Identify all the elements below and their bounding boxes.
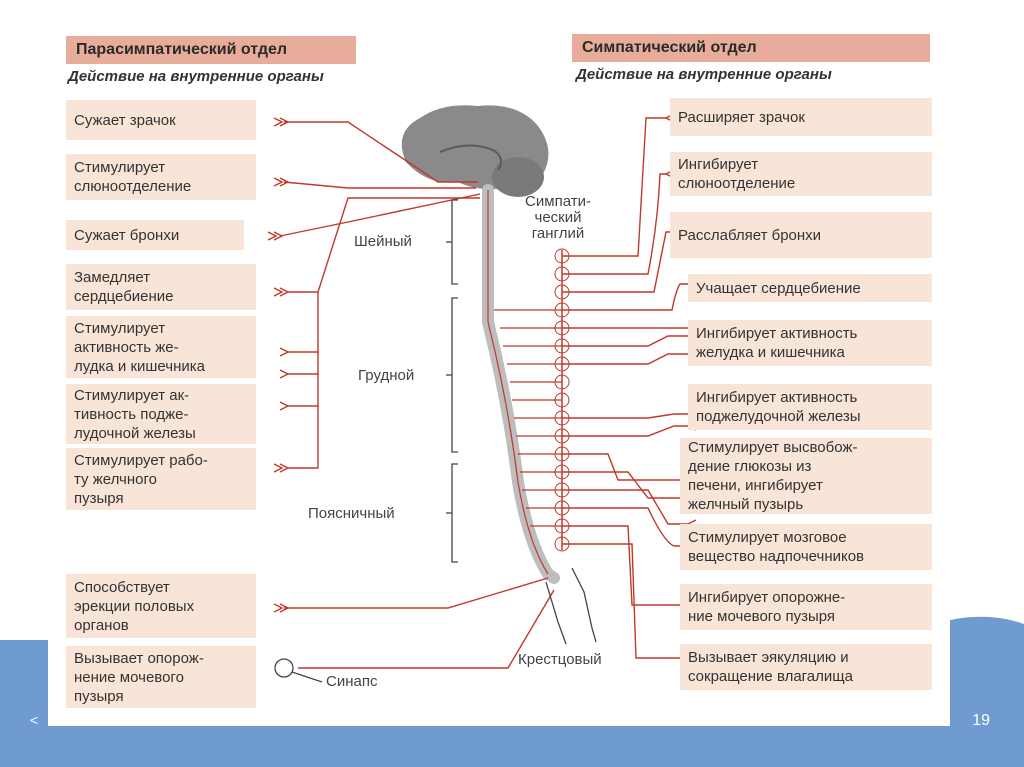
para-item-gallbladder: Стимулирует рабо- ту желчного пузыря [66, 448, 256, 510]
spinal-cord [482, 184, 560, 584]
para-item-stomach: Стимулирует активность же- лудка и кишеч… [66, 316, 256, 378]
region-brackets [446, 199, 597, 645]
sympathetic-subtitle: Действие на внутренние органы [576, 66, 832, 83]
page-number: 19 [972, 712, 990, 729]
footer-text: < [30, 712, 39, 728]
para-item-heart: Замедляет сердцебиение [66, 264, 256, 310]
diagram-panel: Парасимпатический отдел Действие на внут… [48, 22, 950, 726]
symp-item-stomach: Ингибирует активность желудка и кишечник… [688, 320, 932, 366]
para-item-erection: Способствует эрекции половых органов [66, 574, 256, 638]
cervical-label: Шейный [354, 233, 412, 250]
para-item-saliva: Стимулирует слюноотделение [66, 154, 256, 200]
para-item-pancreas: Стимулирует ак- тивность подже- лудочной… [66, 384, 256, 444]
para-item-bladder: Вызывает опорож- нение мочевого пузыря [66, 646, 256, 708]
symp-item-saliva: Ингибирует слюноотделение [670, 152, 932, 196]
sacral-label: Крестцовый [518, 651, 602, 668]
synapse-circle [274, 658, 294, 678]
sympathetic-header: Симпатический отдел [572, 34, 930, 62]
brain-icon [401, 105, 549, 197]
ganglion-label: Симпати- ческий ганглий [525, 193, 591, 242]
sympathetic-nerves [562, 117, 688, 659]
symp-item-heart: Учащает сердцебиение [688, 274, 932, 302]
symp-item-ejaculation: Вызывает эякуляцию и сокращение влагалищ… [680, 644, 932, 690]
synapse-label: Синапс [326, 673, 378, 690]
parasympathetic-nerves [279, 121, 555, 669]
para-item-pupil: Сужает зрачок [66, 100, 256, 140]
thoracic-label: Грудной [358, 367, 415, 384]
symp-item-pupil: Расширяет зрачок [670, 98, 932, 136]
symp-item-glucose: Стимулирует высвобож- дение глюкозы из п… [680, 438, 932, 514]
lumbar-label: Поясничный [308, 505, 395, 522]
symp-item-pancreas: Ингибирует активность поджелудочной желе… [688, 384, 932, 430]
symp-item-bronchi: Расслабляет бронхи [670, 212, 932, 258]
symp-item-bladder: Ингибирует опорожне- ние мочевого пузыря [680, 584, 932, 630]
para-item-bronchi: Сужает бронхи [66, 220, 244, 250]
symp-item-adrenal: Стимулирует мозговое вещество надпочечни… [680, 524, 932, 570]
nervous-system-diagram [267, 105, 697, 683]
parasympathetic-header: Парасимпатический отдел [66, 36, 356, 64]
parasympathetic-subtitle: Действие на внутренние органы [68, 68, 324, 85]
